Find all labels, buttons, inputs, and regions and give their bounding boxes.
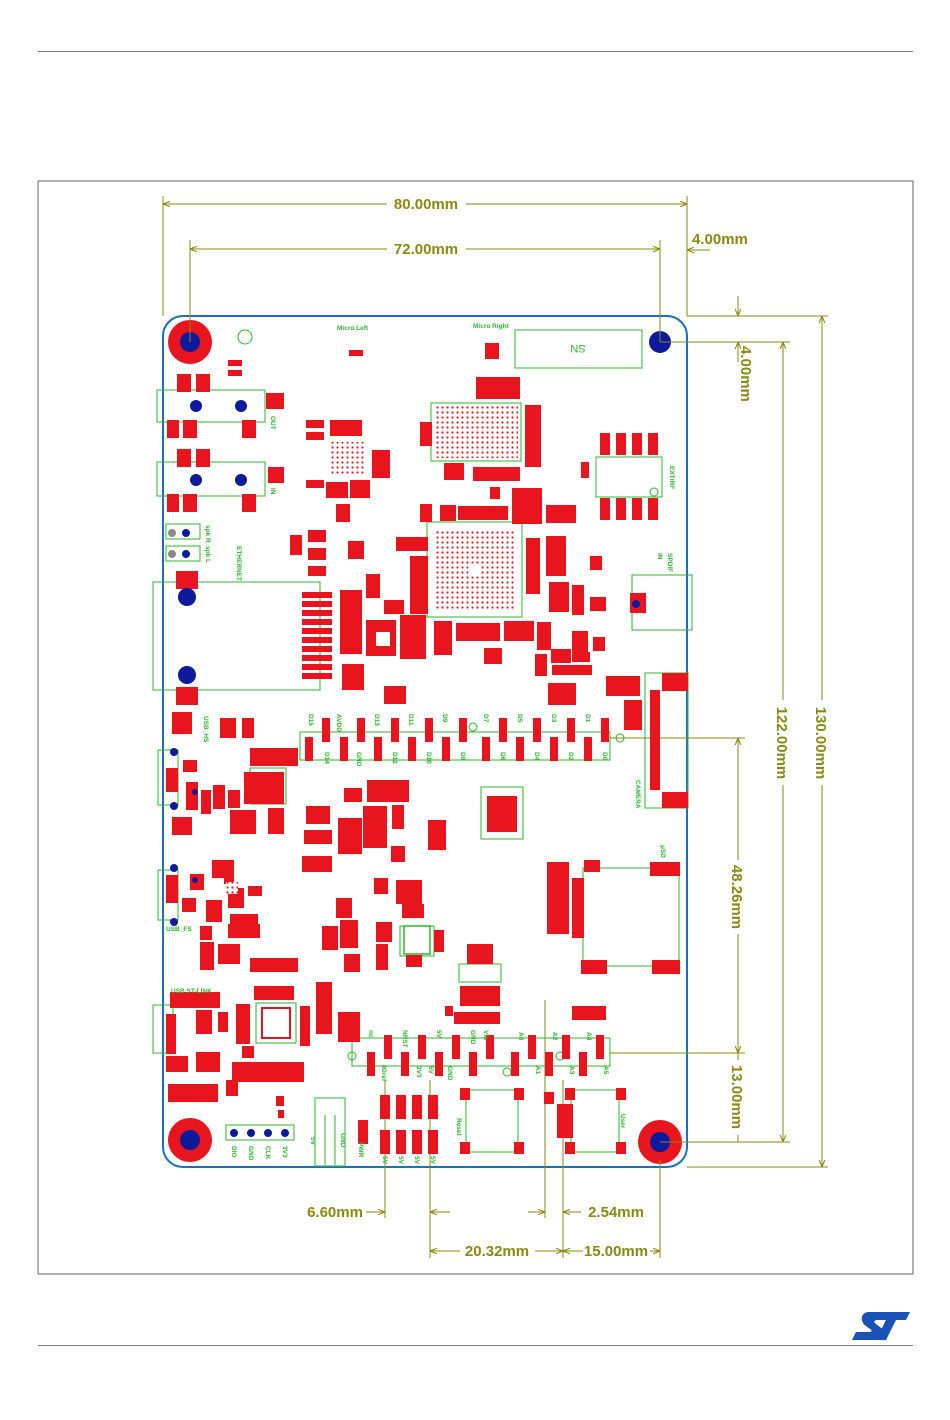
analog-top-label-0: A0: [517, 1032, 524, 1041]
analog-top-label-1: A2: [551, 1032, 558, 1041]
arduino-bottom-label-8: D0: [601, 752, 608, 761]
memory-bga: [436, 406, 518, 458]
dim-80: 80.00mm: [394, 196, 458, 213]
dim-15: 15.00mm: [584, 1243, 648, 1260]
dim-2-54: 2.54mm: [588, 1204, 644, 1221]
power-top-label-0: nc: [367, 1030, 374, 1038]
arduino-top-label-8: D1: [584, 714, 591, 723]
label-micro-left: Micro Left: [337, 325, 369, 332]
arduino-bottom-label-4: D8: [459, 752, 466, 761]
label-usb-hs: USB_HS: [202, 716, 209, 743]
analog-bottom-label-0: A1: [534, 1066, 541, 1075]
label-user: User: [619, 1114, 626, 1129]
swd-label-3: 3V3: [281, 1146, 288, 1158]
label-camera: CAMERA: [634, 780, 641, 809]
ic-packages: [226, 406, 518, 1039]
label-spk-r: spk R: [204, 525, 211, 543]
label-jumper-5v: 5V: [309, 1137, 316, 1146]
label-reset: Reset: [455, 1118, 462, 1137]
dim-4-vertical: 4.00mm: [737, 346, 754, 402]
dim-48-26: 48.26mm: [728, 865, 745, 929]
usb-hs-ic: [254, 778, 280, 802]
dim-72: 72.00mm: [394, 241, 458, 258]
five-v-label-0: 5V: [381, 1156, 388, 1165]
arduino-top-label-7: D3: [550, 714, 557, 723]
arduino-bottom-label-5: D6: [499, 752, 506, 761]
footer-rule: [38, 1345, 913, 1346]
label-ethernet: ETHERNET: [235, 546, 242, 581]
st-logo: [852, 1312, 910, 1340]
power-top-label-1: NRST: [401, 1030, 408, 1048]
label-usb-stlink: USB ST-LINK: [171, 988, 212, 995]
arduino-bottom-label-3: D10: [425, 752, 432, 764]
dim-13: 13.00mm: [728, 1065, 745, 1129]
board-outline: [162, 315, 688, 1168]
codec-ic: [330, 442, 364, 476]
label-usd: μSD: [659, 845, 666, 858]
power-top-label-2: 5V: [435, 1030, 442, 1039]
five-v-label-2: 5V: [413, 1156, 420, 1165]
arduino-top-label-0: D15: [307, 714, 314, 726]
label-usb-fs: USB_FS: [166, 926, 192, 933]
analog-bottom-label-2: A5: [602, 1066, 609, 1075]
dim-6-60: 6.60mm: [307, 1204, 363, 1221]
header-rule: [38, 51, 913, 52]
arduino-bottom-label-6: D4: [533, 752, 540, 761]
label-in-audio: IN: [269, 488, 276, 495]
dimension-lines: [162, 196, 828, 1258]
label-spk-l: spk L: [204, 546, 211, 563]
arduino-bottom-label-1: GND: [355, 752, 362, 767]
power-bottom-label-3: GND: [446, 1066, 453, 1081]
label-out: OUT: [269, 416, 276, 430]
power-bottom-label-2: 5V: [427, 1066, 434, 1075]
power-top-label-4: Vin: [482, 1030, 489, 1040]
lan-ic: [487, 796, 517, 832]
label-micro-right: Micro Right: [473, 323, 510, 330]
power-bottom-label-1: 3V3: [415, 1066, 422, 1078]
dim-122: 122.00mm: [773, 707, 790, 780]
label-spdif: SPDIF: [666, 553, 673, 572]
five-v-label-1: 5V: [397, 1156, 404, 1165]
swd-label-0: DIO: [230, 1146, 237, 1158]
analog-top-label-2: A4: [585, 1032, 592, 1041]
label-pwr: PWR: [357, 1142, 364, 1157]
through-holes: [168, 400, 640, 1137]
arduino-top-label-2: D13: [373, 714, 380, 726]
arduino-bottom-label-0: D14: [323, 752, 330, 764]
arduino-bottom-label-7: D2: [567, 752, 574, 761]
arduino-top-label-4: D9: [441, 714, 448, 723]
arduino-top-label-3: D11: [407, 714, 414, 726]
drawing-frame: [37, 180, 914, 1275]
arduino-top-label-5: D7: [482, 714, 489, 723]
copper-pads: [166, 343, 688, 1154]
arduino-top-label-6: D5: [516, 714, 523, 723]
arduino-bottom-label-2: D12: [391, 752, 398, 764]
five-v-label-3: 5V: [429, 1156, 436, 1165]
dim-20-32: 20.32mm: [465, 1243, 529, 1260]
ft-ic: [226, 882, 238, 894]
dim-4-horizontal: 4.00mm: [692, 231, 748, 248]
analog-bottom-label-1: A3: [568, 1066, 575, 1075]
swd-label-2: CLK: [264, 1146, 271, 1160]
dimension-labels: 80.00mm 72.00mm 4.00mm 4.00mm 130.00mm 1…: [307, 196, 829, 1260]
label-ext-rf: EXT/RF: [668, 466, 675, 489]
swd-label-1: GND: [247, 1146, 254, 1161]
dim-130: 130.00mm: [812, 707, 829, 780]
label-spdif-in: IN: [656, 553, 663, 560]
silkscreen-labels: Micro Left Micro Right SN OUT IN spk R s…: [166, 323, 675, 1165]
power-top-label-3: GND: [469, 1030, 476, 1045]
u-ic: [403, 925, 431, 955]
arduino-top-label-1: AVDD: [335, 714, 342, 732]
stlink-ic: [261, 1007, 291, 1039]
label-jumper-gnd: GND: [339, 1133, 346, 1148]
power-bottom-label-0: IOref: [380, 1066, 387, 1082]
label-sn: SN: [570, 342, 585, 354]
